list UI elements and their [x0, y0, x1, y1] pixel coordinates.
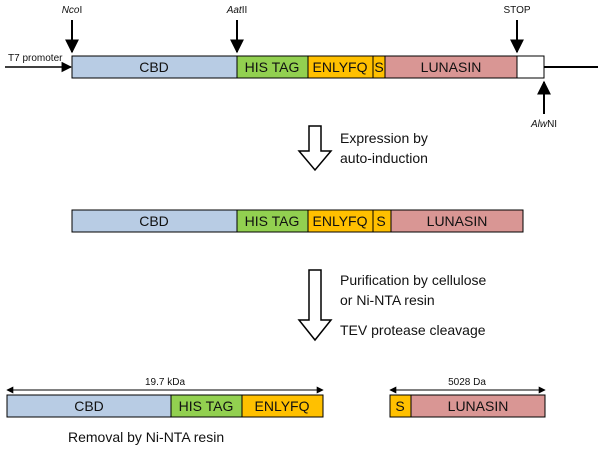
- down-arrow-expression: [297, 125, 333, 172]
- his-tag-label: HIS TAG: [179, 398, 234, 414]
- fusion-protein-row: CBD HIS TAG ENLYFQ S LUNASIN: [71, 209, 524, 233]
- lunasin-label: LUNASIN: [421, 59, 482, 75]
- enlyfq-segment: [241, 394, 324, 418]
- left-product: 19.7 kDa CBD HIS TAG ENLYFQ Removal by N…: [6, 377, 324, 445]
- enlyfq-label: ENLYFQ: [313, 59, 368, 75]
- t7-promoter-label: T7 promoter: [8, 53, 63, 64]
- cbd-label: CBD: [74, 398, 104, 414]
- cbd-label: CBD: [139, 59, 169, 75]
- lunasin-label: LUNASIN: [448, 398, 509, 414]
- expression-step-line2: auto-induction: [340, 150, 428, 166]
- lunasin-segment: [390, 209, 524, 233]
- stop-region: [516, 55, 545, 79]
- purification-step-line2: or Ni-NTA resin: [340, 292, 435, 308]
- construct-row: T7 promoter CBD HIS TAG ENLYFQ S LUNASIN…: [5, 5, 598, 130]
- removal-note: Removal by Ni-NTA resin: [68, 429, 224, 445]
- tev-step: TEV protease cleavage: [340, 322, 486, 338]
- right-size-label: 5028 Da: [448, 377, 486, 388]
- expression-step-line1: Expression by: [340, 130, 428, 146]
- his-tag-label: HIS TAG: [245, 59, 300, 75]
- aatii-site-label: AatII: [226, 5, 248, 16]
- purification-step-line1: Purification by cellulose: [340, 272, 487, 288]
- down-arrow-purification: [297, 269, 333, 342]
- enlyfq-label: ENLYFQ: [255, 398, 310, 414]
- his-tag-label: HIS TAG: [245, 213, 300, 229]
- right-product: 5028 Da S LUNASIN: [389, 377, 546, 418]
- s-label: S: [395, 398, 404, 414]
- lunasin-label: LUNASIN: [427, 213, 488, 229]
- cbd-label: CBD: [139, 213, 169, 229]
- enlyfq-label: ENLYFQ: [313, 213, 368, 229]
- left-size-label: 19.7 kDa: [145, 377, 185, 388]
- s-label: S: [376, 213, 385, 229]
- stop-label: STOP: [503, 5, 530, 16]
- ncoi-site-label: NcoI: [62, 5, 83, 16]
- s-label: S: [374, 59, 383, 75]
- alwni-site-label: AlwNI: [530, 119, 557, 130]
- lunasin-segment: [410, 394, 546, 418]
